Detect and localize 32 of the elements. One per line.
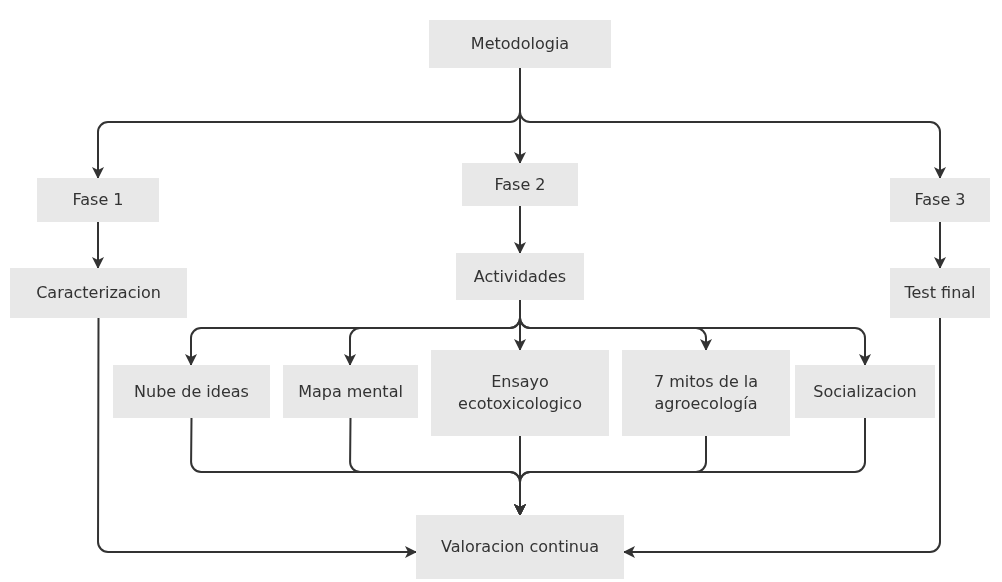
node-label: Test final bbox=[904, 282, 976, 304]
arrow bbox=[514, 417, 866, 516]
node-label: Valoracion continua bbox=[441, 536, 599, 558]
process-box bbox=[416, 515, 624, 579]
process-box bbox=[113, 365, 270, 418]
process-box bbox=[431, 350, 609, 436]
node-label: Fase 3 bbox=[914, 189, 966, 211]
process-box bbox=[622, 350, 790, 436]
arrow bbox=[92, 221, 104, 269]
process-box bbox=[795, 365, 935, 418]
node-label: 7 mitos de la agroecología bbox=[652, 371, 760, 415]
node-label: Metodologia bbox=[470, 33, 570, 55]
node-label: Fase 2 bbox=[494, 173, 546, 196]
arrow bbox=[623, 317, 941, 558]
process-box bbox=[37, 178, 159, 222]
process-box bbox=[10, 268, 187, 318]
node-label: Ensayo ecotoxicologico bbox=[457, 371, 583, 415]
process-box bbox=[456, 253, 584, 300]
process-box bbox=[283, 365, 418, 418]
arrow bbox=[97, 317, 417, 558]
node-label: Mapa mental bbox=[298, 380, 403, 403]
node-label: Caracterizacion bbox=[36, 282, 161, 304]
node-label: Nube de ideas bbox=[134, 380, 249, 403]
arrow bbox=[514, 205, 526, 254]
process-box bbox=[890, 178, 990, 222]
arrow bbox=[934, 221, 946, 269]
process-box bbox=[462, 163, 578, 206]
process-box bbox=[890, 268, 990, 318]
node-label: Fase 1 bbox=[72, 189, 124, 211]
node-label: Actividades bbox=[473, 265, 567, 288]
node-label: Socializacion bbox=[813, 380, 917, 403]
process-box bbox=[429, 20, 611, 68]
